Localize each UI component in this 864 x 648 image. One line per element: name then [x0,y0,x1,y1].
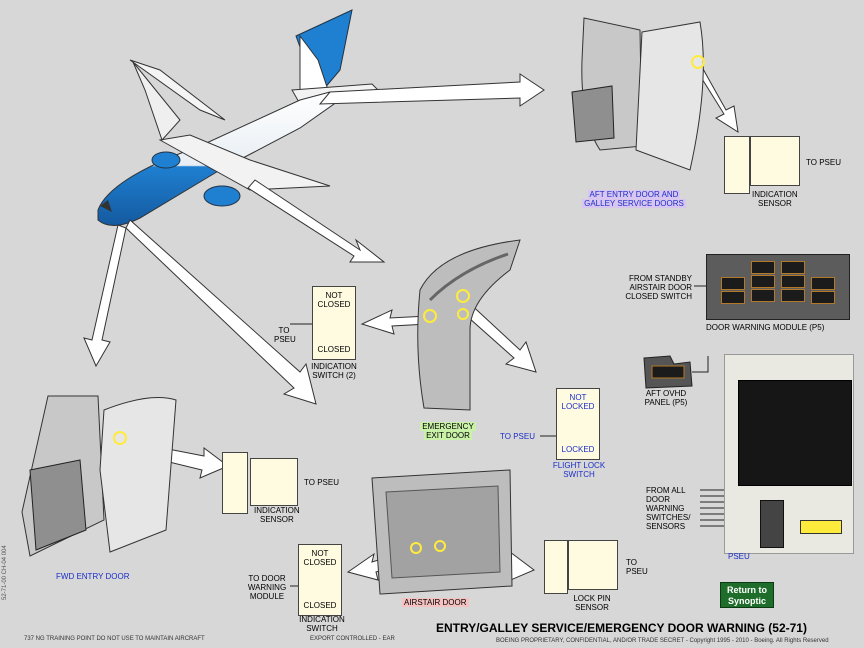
lock-pin-sensor-label: LOCK PIN [573,594,611,603]
from-all-label-2: DOOR [646,495,670,504]
emergency-exit-door-illustration [417,239,521,411]
page-title: ENTRY/GALLEY SERVICE/EMERGENCY DOOR WARN… [436,621,807,635]
dwm-light [811,291,835,304]
locked-label: LOCKED [561,445,595,454]
aft-entry-door-label: AFT ENTRY DOOR AND [587,190,681,199]
return-to-synoptic-button[interactable]: Return to Synoptic [720,582,774,608]
lock-pin-to-label: TO [626,558,637,567]
connector-lines [290,285,724,587]
aft-ovhd-panel-illustration [643,355,693,389]
airstair-door-illustration [371,469,513,595]
dwm-light [811,277,835,290]
footer-left-notice: 737 NG TRAINING POINT DO NOT USE TO MAIN… [24,636,205,642]
aft-ovhd-panel-label: AFT OVHD [645,389,687,398]
to-door-warning-label-3: MODULE [249,592,285,601]
airstair-indication-label: INDICATION [299,615,345,624]
fwd-entry-door-label: FWD ENTRY DOOR [56,572,130,581]
airstair-closed-label: CLOSED [303,601,337,610]
from-all-label-3: WARNING [646,504,685,513]
airstair-door-label: AIRSTAIR DOOR [402,598,469,607]
dwm-light [751,289,775,302]
dwm-light [751,261,775,274]
from-standby-label-3: CLOSED SWITCH [625,292,692,301]
fwd-to-pseu-label: TO PSEU [304,478,339,487]
lock-pin-pseu-label: PSEU [626,567,648,576]
to-door-warning-label-2: WARNING [247,583,287,592]
from-all-label: FROM ALL [646,486,686,495]
flight-lock-switch-label: FLIGHT LOCK [552,461,606,470]
dwm-light [751,275,775,288]
legal-notice: BOEING PROPRIETARY, CONFIDENTIAL, AND/OR… [496,638,829,644]
dwm-light [721,291,745,304]
dwm-light [781,261,805,274]
aft-ovhd-panel-label-2: PANEL (P5) [644,398,688,407]
not-closed-label: NOT [325,291,343,300]
indication-switch-label: INDICATION [311,362,357,371]
flight-lock-switch-label-2: SWITCH [563,470,595,479]
emergency-exit-indication-switch: NOT CLOSED CLOSED [312,286,356,360]
from-standby-label: FROM STANDBY [629,274,692,283]
exit-pseu-label: PSEU [274,335,296,344]
indication-switch-label-2: SWITCH (2) [312,371,356,380]
fwd-sensor-box [250,458,298,506]
pseu-panel [738,380,852,486]
fwd-sensor-label: SENSOR [260,515,294,524]
emergency-exit-label: EMERGENCY [420,422,476,431]
airstair-not-closed-label-2: CLOSED [303,558,337,567]
pseu-label: PSEU [728,552,750,561]
door-warning-module [706,254,850,320]
from-standby-label-2: AIRSTAIR DOOR [629,283,692,292]
lock-pin-sensor-target [544,540,568,594]
aft-sensor-label: SENSOR [758,199,792,208]
door-warning-module-label: DOOR WARNING MODULE (P5) [706,323,825,332]
fwd-entry-door-illustration [21,395,177,557]
airstair-not-closed-label: NOT [311,549,329,558]
not-locked-label: NOT [569,393,587,402]
emergency-exit-label-2: EXIT DOOR [424,431,472,440]
aft-entry-door-illustration [571,17,705,171]
lock-pin-sensor-box [568,540,618,590]
leader-arrows [83,59,739,583]
closed-label: CLOSED [317,345,351,354]
not-locked-label-2: LOCKED [561,402,595,411]
footer-mid-notice: EXPORT CONTROLLED - EAR [310,636,395,642]
side-code: 52-71-00 CH-04 004 [2,545,8,600]
aft-entry-door-label-2: GALLEY SERVICE DOORS [582,199,686,208]
dwm-light [781,275,805,288]
pseu-warning-decal [800,520,842,534]
aft-indication-label: INDICATION [752,190,798,199]
fwd-indication-label: INDICATION [254,506,300,515]
to-door-warning-label: TO DOOR [248,574,286,583]
airstair-indication-label-2: SWITCH [306,624,338,633]
pseu-connector [760,500,784,548]
not-closed-label-2: CLOSED [317,300,351,309]
aft-sensor-box [750,136,800,186]
exit-to-label: TO [278,326,290,335]
airplane-illustration [97,9,384,226]
fwd-sensor-target [222,452,248,514]
airstair-indication-switch: NOT CLOSED CLOSED [298,544,342,616]
dwm-light [781,289,805,302]
from-all-label-5: SENSORS [646,522,686,531]
flight-lock-to-pseu-label: TO PSEU [500,432,535,441]
flight-lock-switch: NOT LOCKED LOCKED [556,388,600,460]
dwm-light [721,277,745,290]
aft-sensor-target [724,136,750,194]
aft-to-pseu-label: TO PSEU [806,158,841,167]
lock-pin-sensor-label-2: SENSOR [575,603,609,612]
from-all-label-4: SWITCHES/ [646,513,691,522]
